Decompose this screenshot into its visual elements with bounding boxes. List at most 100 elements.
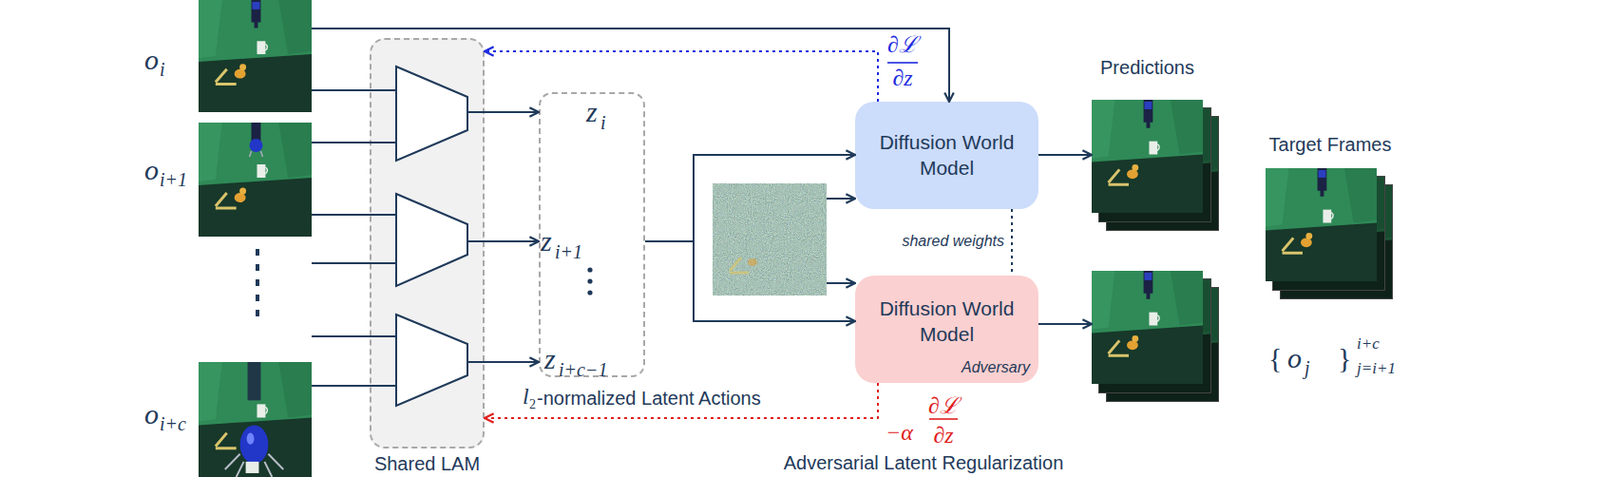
encoder-trapezoids xyxy=(396,66,468,406)
connector-line xyxy=(311,89,370,92)
graphic-part xyxy=(247,433,255,445)
node-text: i+c−1 xyxy=(558,360,608,380)
connector-line xyxy=(484,382,878,419)
graphic-part xyxy=(587,278,592,284)
graphic-part xyxy=(215,433,228,447)
node-text: l xyxy=(522,384,530,408)
graphic-part xyxy=(1322,209,1332,224)
node-text: } xyxy=(1337,343,1352,373)
graphic-part xyxy=(215,207,237,210)
graphic-part xyxy=(1265,168,1289,227)
connector xyxy=(484,382,878,419)
node-text: { xyxy=(1268,343,1282,373)
graphic-part xyxy=(1317,168,1328,197)
graphic-part xyxy=(256,403,266,418)
fraction-bar xyxy=(887,61,918,64)
connector-line xyxy=(645,154,856,242)
node-text: i xyxy=(159,59,166,79)
connector-line xyxy=(1038,153,1092,156)
graphic-part xyxy=(1157,315,1160,323)
graphic-part xyxy=(198,417,312,477)
graphic-part xyxy=(1265,168,1377,282)
connector-line xyxy=(645,241,856,322)
graphic-part xyxy=(1091,270,1115,329)
graphic-part xyxy=(1131,164,1139,172)
connector xyxy=(645,154,856,242)
graphic-part xyxy=(215,446,237,450)
fraction-bar xyxy=(929,418,958,420)
encoder-wires xyxy=(311,90,485,386)
arrow xyxy=(1038,323,1092,325)
graphic-part xyxy=(729,271,749,275)
graphic-part xyxy=(215,82,237,86)
node-text: z xyxy=(586,97,598,127)
graphic-part xyxy=(1148,312,1158,326)
connector xyxy=(311,142,370,215)
graphic-part xyxy=(198,0,312,113)
graphic-part xyxy=(1331,212,1334,220)
edge-label: shared weights xyxy=(890,233,1005,249)
ellipsis-dots xyxy=(255,248,260,320)
graphic-part xyxy=(1091,99,1115,158)
graphic-part xyxy=(239,188,247,195)
graphic-part xyxy=(198,361,223,422)
node-text: o xyxy=(1287,343,1302,373)
connector xyxy=(645,241,856,322)
graphic-part xyxy=(247,361,262,400)
gradient-math: −α xyxy=(885,420,914,444)
graphic-part xyxy=(1300,237,1313,248)
noise-image xyxy=(712,183,827,296)
connector xyxy=(484,112,539,362)
graphic-part xyxy=(1131,335,1139,343)
graphic-part xyxy=(1148,141,1158,155)
world-model-box: Diffusion World Model xyxy=(855,101,1039,210)
graphic-part xyxy=(278,0,312,55)
node-text: Diffusion World Model xyxy=(855,101,1039,210)
gradient-math: ∂z xyxy=(878,66,927,90)
graphic-part xyxy=(712,183,827,296)
node-text: 2 xyxy=(529,398,536,412)
connector-line xyxy=(1010,209,1013,276)
graphic-part xyxy=(265,406,267,414)
node-text: j xyxy=(1304,358,1311,378)
connector xyxy=(1038,154,1092,156)
connector-line xyxy=(311,141,370,144)
graphic-part xyxy=(1091,99,1203,213)
node-text: o xyxy=(144,45,159,75)
graphic-part xyxy=(249,138,264,153)
connector xyxy=(311,90,370,92)
graphic-part xyxy=(1318,170,1327,178)
caption-label: Adversarial Latent Regularization xyxy=(733,453,1114,473)
node-text: z xyxy=(540,227,553,256)
observation-frame: oi xyxy=(198,0,312,113)
graphic-part xyxy=(1170,270,1203,326)
graphic-part xyxy=(1282,251,1303,255)
ellipsis-dots xyxy=(587,266,592,295)
connector-line xyxy=(311,213,370,216)
node-text: j=i+1 xyxy=(1356,360,1396,377)
graphic-part xyxy=(1265,223,1377,282)
graphic-part xyxy=(729,257,742,271)
connector-line xyxy=(484,361,539,363)
graphic-part xyxy=(1144,101,1153,110)
graphic-part xyxy=(1143,270,1154,300)
graphic-part xyxy=(1091,325,1203,384)
graphic-part xyxy=(240,425,269,464)
observation-frame: oi+1 xyxy=(198,122,312,237)
graphic-part xyxy=(198,122,312,237)
connector xyxy=(311,385,370,387)
graphic-part xyxy=(198,0,312,113)
connector-line xyxy=(311,384,370,387)
graphic-part xyxy=(215,69,228,83)
graphic-part xyxy=(1108,169,1121,183)
node-text: -normalized Latent Actions xyxy=(536,388,762,408)
graphic-part xyxy=(215,192,228,207)
graphic-part xyxy=(246,461,260,474)
graphic-part xyxy=(1157,144,1160,152)
node-text: i+1 xyxy=(159,170,188,190)
graphic-part xyxy=(1108,354,1129,358)
latent-group: zizi+1zi+c−1l2-normalized Latent Actions xyxy=(538,92,646,378)
